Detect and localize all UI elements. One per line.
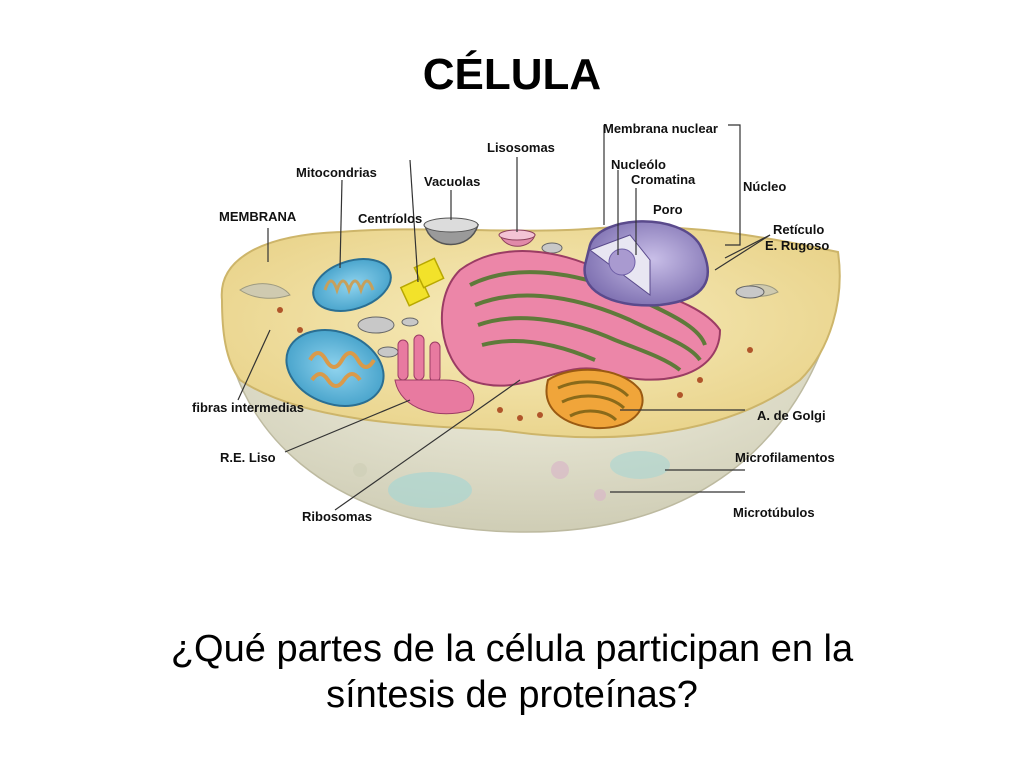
vesicle [401,317,419,327]
label-cromatina: Cromatina [631,172,696,187]
lower-vesicle [610,451,670,479]
lower-vesicle [551,461,569,479]
golgi [545,368,644,430]
label-ribosomas: Ribosomas [302,509,372,524]
slide-title: CÉLULA [422,50,602,99]
vesicle [735,285,765,299]
leader-lines [237,124,771,511]
vesicle [541,242,563,254]
label-nucleolo: Nucleólo [611,157,666,172]
label-re-liso: R.E. Liso [220,450,276,465]
lower-vesicle [353,463,367,477]
label-reticulo: Retículo [773,222,824,237]
label-membrana-nuclear: Membrana nuclear [603,121,718,136]
label-vacuolas: Vacuolas [424,174,480,189]
membrane-fold [239,283,291,299]
vesicle [377,346,399,358]
label-nucleo: Núcleo [743,179,786,194]
label-golgi: A. de Golgi [757,408,826,423]
vesicle [357,316,395,334]
label-lisosomas: Lisosomas [487,140,555,155]
label-microtubulos: Microtúbulos [733,505,815,520]
lower-vesicle [388,472,472,508]
label-poro: Poro [653,202,683,217]
label-fibras: fibras intermedias [192,400,304,415]
question-text: ¿Qué partes de la célula participan en l… [112,626,912,718]
centriole [399,257,445,307]
label-rugoso: E. Rugoso [765,238,829,253]
ribosomes [277,307,753,421]
label-microfilamentos: Microfilamentos [735,450,835,465]
lower-vesicle [594,489,606,501]
mitochondrion-left [285,329,385,407]
label-centriolos: Centríolos [358,211,422,226]
label-membrana: MEMBRANA [219,209,297,224]
nucleus [583,220,710,307]
vacuole-rim [423,217,479,233]
mitochondrion-top [312,258,392,312]
question-line-2: síntesis de proteínas? [326,674,698,716]
nucleolus [608,248,636,276]
label-mitocondrias: Mitocondrias [296,165,377,180]
smooth-er [394,334,475,415]
question-line-1: ¿Qué partes de la célula participan en l… [170,628,854,670]
